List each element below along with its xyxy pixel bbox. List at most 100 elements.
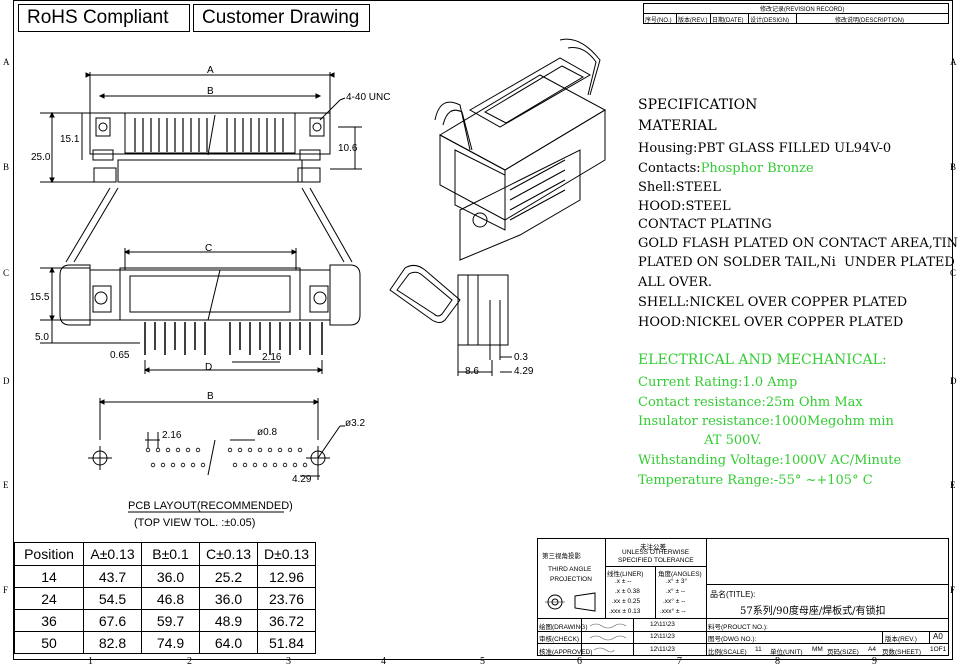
tolerance-cn: 未注公差 [640, 544, 666, 551]
zone-col-3: 3 [286, 656, 291, 667]
table-cell: 12.96 [257, 565, 316, 588]
zone-row-e-right: E [950, 480, 956, 490]
revision-col-rev: 版本(REV.) [678, 18, 708, 24]
dim-25-0: 25.0 [31, 152, 51, 163]
approved-label: 核准(APPROVED) [539, 649, 593, 656]
table-cell: 54.5 [83, 587, 142, 610]
spec-material: MATERIAL [638, 118, 717, 134]
dwg-no-label: 图号(DWG NO.): [708, 636, 757, 643]
table-cell: 51.84 [257, 631, 316, 654]
customer-drawing-badge: Customer Drawing [193, 4, 370, 32]
dim-b-pcb: B [207, 391, 214, 402]
revision-col-date: 日期(DATE) [712, 18, 744, 24]
electrical-insulator-voltage: AT 500V. [638, 433, 762, 448]
zone-col-9: 9 [872, 656, 877, 667]
spec-contact-plating: CONTACT PLATING [638, 217, 772, 232]
revision-col-no: 序号(NO.) [645, 18, 672, 24]
table-header-cell: B±0.1 [141, 542, 200, 566]
table-row: 50 82.8 74.9 64.0 51.84 [14, 631, 316, 654]
dim-0-3: 0.3 [514, 352, 528, 363]
table-cell: 24 [14, 587, 84, 610]
side-view [389, 264, 512, 376]
tolerance-angles: 角度(ANGLES) [658, 571, 702, 578]
table-cell: 25.2 [199, 565, 258, 588]
rev-value: A0 [933, 632, 943, 641]
revision-col-description: 修改说明(DESCRIPTION) [835, 18, 905, 24]
title-label: 品名(TITLE): [710, 590, 756, 599]
dim-10-6: 10.6 [338, 143, 358, 154]
table-cell: 48.9 [199, 609, 258, 632]
rohs-badge: RoHS Compliant [18, 4, 190, 32]
spec-hood: HOOD:STEEL [638, 199, 731, 214]
top-view-connector [40, 72, 362, 263]
table-cell: 14 [14, 565, 84, 588]
zone-row-e: E [3, 480, 9, 490]
zone-row-b-right: B [950, 162, 957, 172]
dim-b-top: B [207, 86, 214, 97]
unit-value: MM [812, 646, 823, 653]
unit-label: 单位(UNIT) [770, 649, 803, 656]
check-date: 12\11\23 [650, 633, 675, 640]
revision-title: 修改记录(REVISION RECORD) [760, 7, 845, 13]
zone-row-c-right: C [950, 268, 957, 278]
spec-contacts: Contacts:Phosphor Bronze [638, 159, 814, 179]
pcb-layout [88, 398, 345, 480]
tolerance-linear-2: .x ± 0.38 [615, 588, 640, 595]
dim-15-1: 15.1 [60, 134, 80, 145]
dim-unc: 4-40 UNC [346, 92, 391, 103]
spec-contacts-label: Contacts: [638, 161, 701, 176]
tolerance-angle-3: .xx° ± -- [663, 598, 686, 605]
drawing-label: 绘图(DRAWING) [539, 624, 588, 631]
pcb-layout-title: PCB LAYOUT(RECOMMENDED) [128, 500, 293, 512]
zone-col-5: 5 [480, 656, 485, 667]
electrical-insulator-resistance: Insulator resistance:1000Megohm min [638, 414, 894, 429]
dim-0-65: 0.65 [110, 350, 130, 361]
spec-plating-line2: PLATED ON SOLDER TAIL,Ni UNDER PLATED [638, 255, 955, 270]
zone-row-f: F [3, 585, 9, 595]
spec-housing-value: PBT GLASS FILLED UL94V-0 [697, 141, 892, 156]
table-cell: 59.7 [141, 609, 200, 632]
front-view-pins [144, 322, 323, 355]
table-header-cell: Position [14, 542, 84, 566]
table-row: 24 54.5 46.8 36.0 23.76 [14, 587, 316, 610]
table-header-cell: D±0.13 [257, 542, 316, 566]
dim-5-0: 5.0 [35, 332, 49, 343]
position-table-header: Position A±0.13 B±0.1 C±0.13 D±0.13 [14, 542, 316, 566]
zone-row-a-right: A [950, 57, 957, 67]
tolerance-angle-4: .xxx° ± -- [660, 608, 686, 615]
isometric-view [434, 38, 607, 261]
table-header-cell: A±0.13 [83, 542, 142, 566]
table-row: 14 43.7 36.0 25.2 12.96 [14, 565, 316, 588]
table-row: 36 67.6 59.7 48.9 36.72 [14, 609, 316, 632]
spec-contacts-value: Phosphor Bronze [700, 161, 814, 176]
spec-plating-line3: ALL OVER. [638, 275, 713, 290]
zone-row-b: B [3, 162, 10, 172]
tolerance-line1: UNLESS OTHERWISE [622, 549, 690, 556]
table-cell: 36 [14, 609, 84, 632]
dim-4-29-pcb: 4.29 [292, 474, 312, 485]
sheet-label: 页数(SHEET) [882, 649, 921, 656]
pcb-holes [145, 447, 308, 468]
rev-label: 版本(REV.) [885, 636, 917, 643]
tolerance-linear-4: .xxx ± 0.13 [609, 608, 641, 615]
tolerance-angle-1: .x° ± 3° [666, 578, 688, 585]
check-label: 审核(CHECK) [539, 636, 580, 643]
dim-phi-3-2: ø3.2 [345, 418, 366, 429]
table-header-cell: C±0.13 [199, 542, 258, 566]
tolerance-linear-1: .x ± -- [615, 578, 632, 585]
table-cell: 46.8 [141, 587, 200, 610]
spec-housing: Housing:PBT GLASS FILLED UL94V-0 [638, 139, 891, 159]
zone-row-a: A [3, 57, 10, 67]
tolerance-angle-2: .x° ± -- [666, 588, 686, 595]
electrical-temperature: Temperature Range:-55° ~+105° C [638, 473, 873, 488]
pcb-layout-subtitle: (TOP VIEW TOL. :±0.05) [134, 517, 256, 529]
zone-col-2: 2 [187, 656, 192, 667]
dim-phi-0-8: ø0.8 [257, 427, 278, 438]
product-no-label: 料号(PROUCT NO.): [708, 624, 768, 631]
zone-col-1: 1 [88, 656, 93, 667]
dim-4-29: 4.29 [514, 366, 534, 377]
table-cell: 50 [14, 631, 84, 654]
electrical-withstanding: Withstanding Voltage:1000V AC/Minute [638, 453, 902, 468]
tolerance-linear-3: .xx ± 0.25 [612, 598, 641, 605]
zone-row-d-right: D [950, 376, 957, 386]
